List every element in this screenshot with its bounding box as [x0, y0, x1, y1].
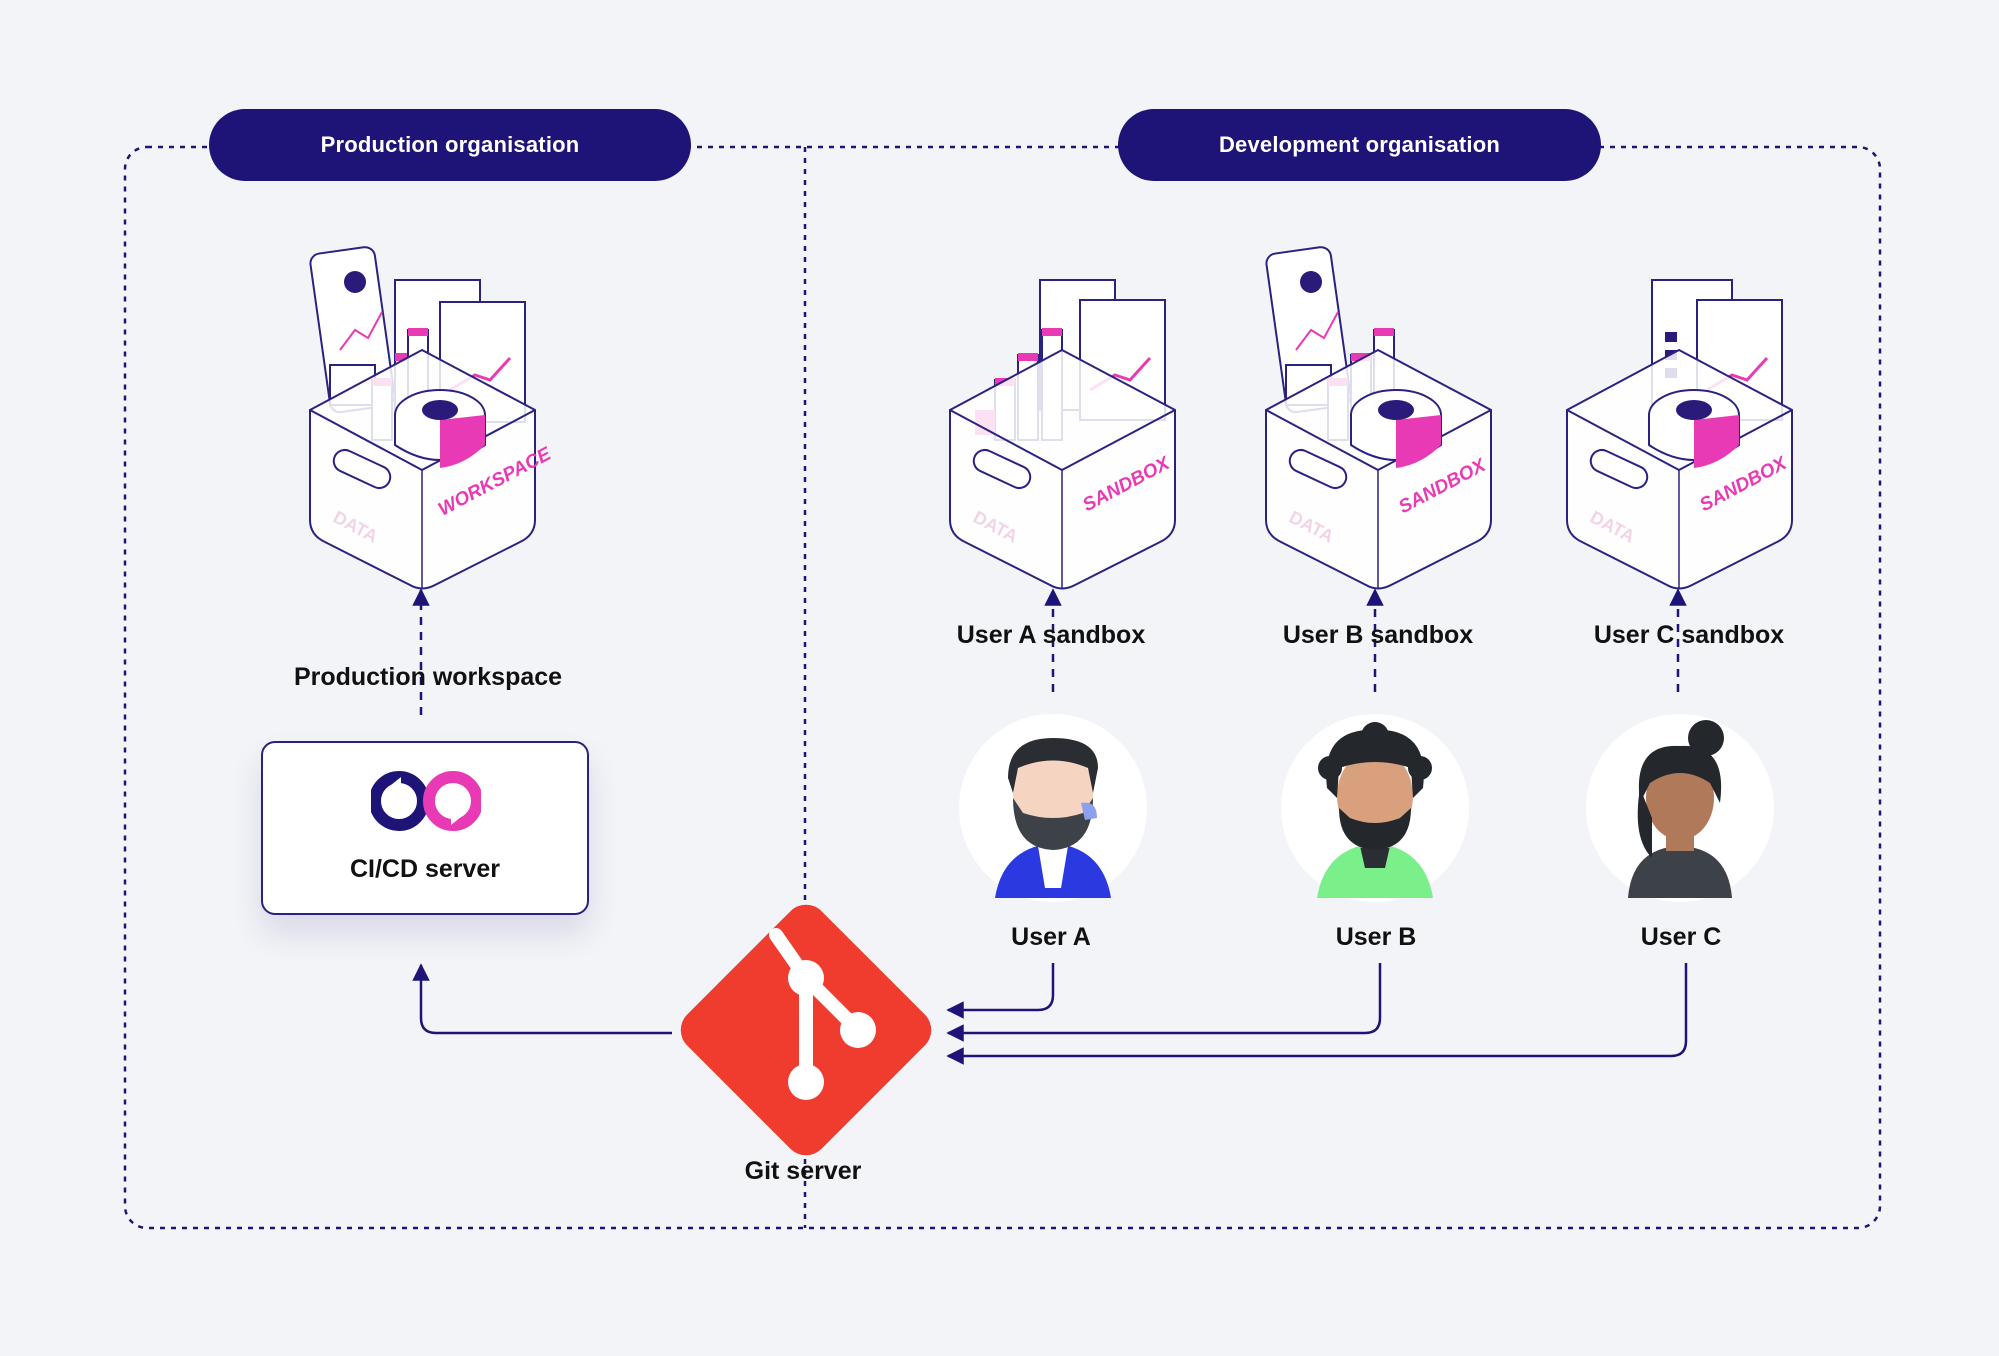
development-organisation-label: Development organisation	[1218, 132, 1501, 157]
development-organisation-pill: Development organisation	[1118, 109, 1601, 181]
cicd-infinity-icon	[371, 771, 481, 831]
sandbox-a-illustration: SANDBOX DATA	[949, 279, 1176, 590]
production-organisation-label: Production organisation	[320, 132, 580, 157]
git-server-label: Git server	[744, 1157, 862, 1185]
workspace-box-illustration: WORKSPACE DATA	[309, 246, 556, 590]
production-organisation-pill: Production organisation	[209, 109, 691, 181]
user-c-label: User C	[1640, 923, 1722, 951]
user-c-avatar	[1586, 714, 1774, 902]
user-b-sandbox-label: User B sandbox	[1282, 621, 1474, 649]
user-c-sandbox-label: User C sandbox	[1593, 621, 1785, 649]
user-a-avatar	[959, 714, 1147, 902]
sandbox-c-illustration: SANDBOX DATA	[1566, 279, 1793, 590]
user-a-sandbox-label: User A sandbox	[956, 621, 1146, 649]
arrow-user-a-to-git	[946, 963, 1055, 1019]
cicd-server-card: CI/CD server	[261, 741, 589, 915]
production-workspace-label: Production workspace	[293, 663, 563, 691]
user-b-label: User B	[1335, 923, 1417, 951]
sandbox-b-illustration: SANDBOX DATA	[1265, 246, 1492, 590]
user-a-label: User A	[1011, 923, 1091, 951]
arrow-user-c-to-git	[946, 963, 1688, 1065]
arrow-git-to-cicd	[412, 963, 672, 1035]
arrow-user-b-to-git	[946, 963, 1382, 1042]
user-b-avatar	[1281, 714, 1469, 902]
cicd-server-label: CI/CD server	[349, 855, 501, 883]
git-logo-icon	[680, 904, 932, 1156]
